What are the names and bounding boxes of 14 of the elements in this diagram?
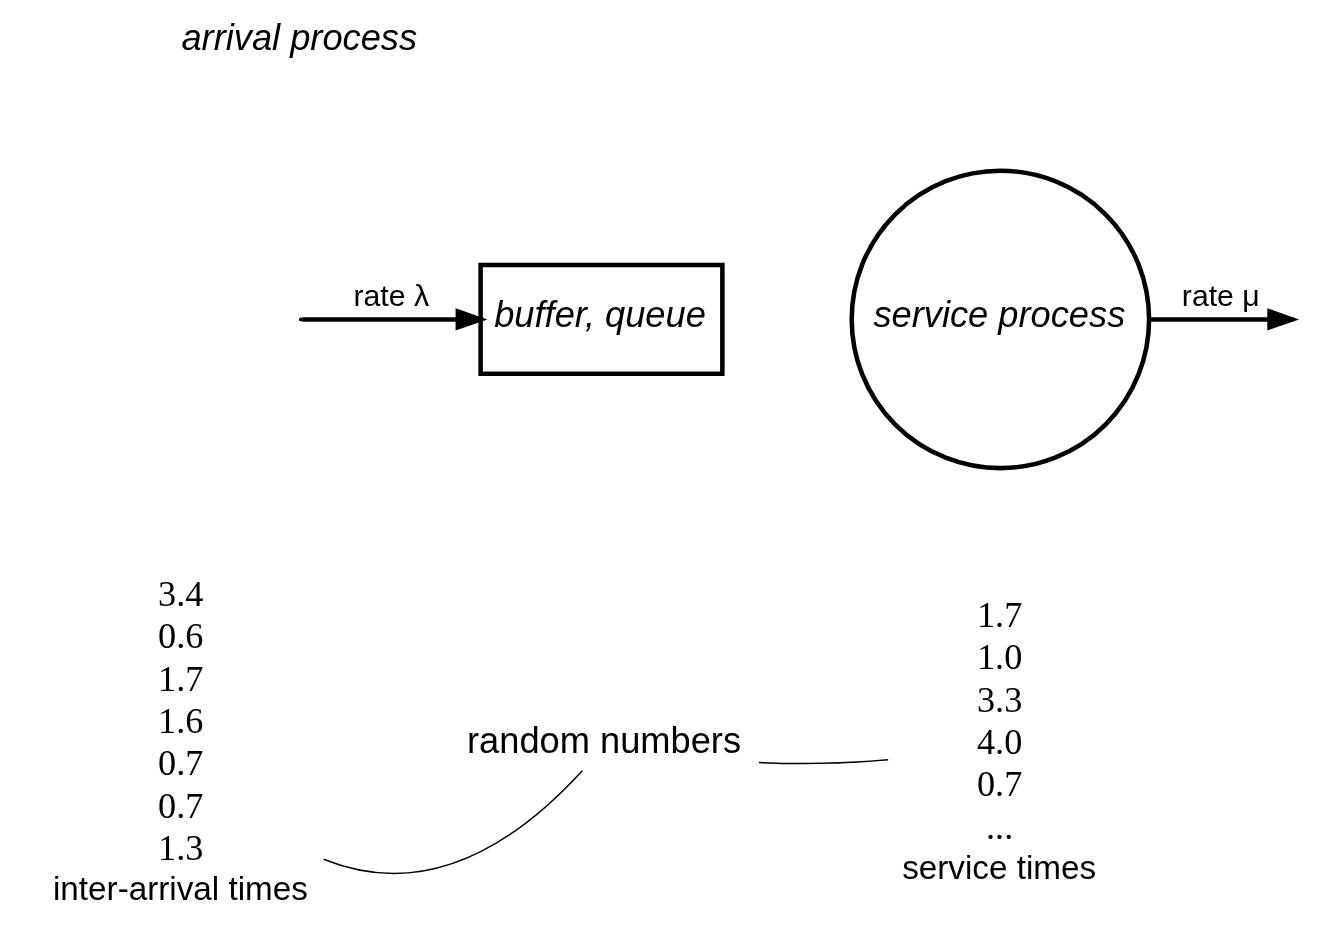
label: arrival process: [180, 16, 417, 58]
node-text: 1.7 1.0 3.3 4.0 0.7 ...: [976, 594, 1022, 847]
node-label: service times: [901, 848, 1096, 886]
arrow: [1149, 307, 1299, 331]
edge-label: rate λ: [352, 278, 429, 312]
node-box: buffer, queue: [477, 262, 725, 376]
node-text: 3.4 0.6 1.7 1.6 0.7 0.7 1.3: [157, 573, 203, 868]
node-label: inter-arrival times: [52, 869, 308, 907]
arrow: [301, 307, 487, 331]
connector: [322, 769, 583, 874]
node-text: random numbers: [466, 719, 741, 761]
connector: [757, 758, 889, 764]
edge-label: rate μ: [1181, 278, 1260, 312]
node-circle: service process: [848, 168, 1151, 470]
